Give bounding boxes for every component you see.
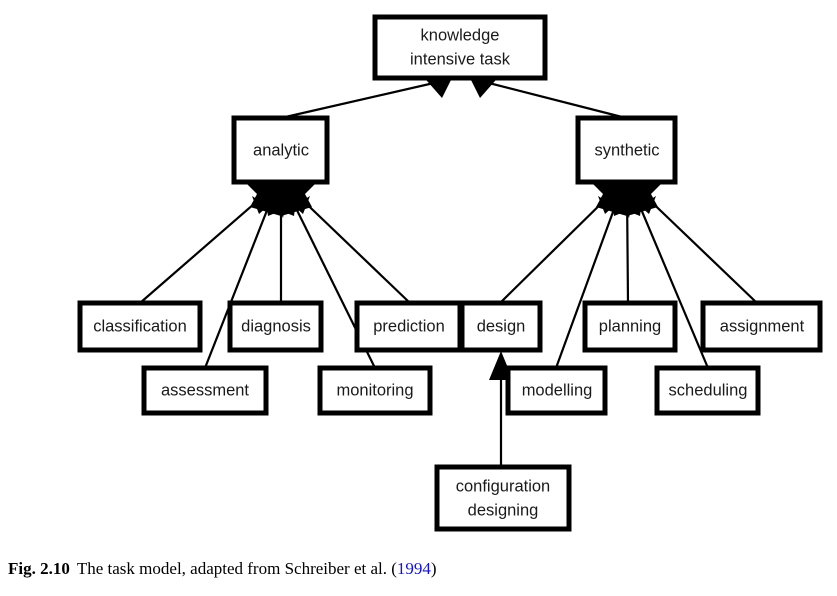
- node-planning[interactable]: planning: [582, 300, 678, 353]
- node-label-planning: planning: [599, 317, 661, 335]
- node-label-knowledge-intensive-task-line2: intensive task: [410, 50, 511, 68]
- node-assignment[interactable]: assignment: [700, 300, 823, 353]
- node-label-monitoring: monitoring: [336, 381, 413, 399]
- arrowhead-spike-planning-into-synthetic: [622, 202, 632, 218]
- node-prediction[interactable]: prediction: [354, 300, 463, 353]
- arrowhead-spike-diagnosis-into-analytic: [276, 202, 286, 218]
- node-monitoring[interactable]: monitoring: [317, 365, 433, 416]
- node-label-synthetic: synthetic: [594, 141, 659, 159]
- node-label-assignment: assignment: [720, 317, 805, 335]
- node-label-prediction: prediction: [373, 317, 445, 335]
- node-label-scheduling: scheduling: [669, 381, 748, 399]
- node-label-classification: classification: [93, 317, 187, 335]
- edge-scheduling-to-synthetic: [631, 189, 710, 369]
- node-label-design: design: [477, 317, 526, 335]
- figure-caption-text: The task model, adapted from Schreiber e…: [76, 559, 397, 578]
- figure-caption: Fig. 2.10 The task model, adapted from Sc…: [8, 558, 828, 580]
- node-modelling[interactable]: modelling: [505, 365, 608, 416]
- node-label-diagnosis: diagnosis: [241, 317, 311, 335]
- node-diagnosis[interactable]: diagnosis: [227, 300, 324, 353]
- node-assessment[interactable]: assessment: [141, 365, 269, 416]
- arrowhead-spike-monitoring-into-analytic: [284, 200, 296, 216]
- node-classification[interactable]: classification: [77, 300, 203, 353]
- arrowhead-spike-classification-into-analytic: [252, 196, 268, 214]
- node-label-modelling: modelling: [522, 381, 593, 399]
- arrowhead-spike-design-into-synthetic: [598, 196, 614, 214]
- arrowhead-spike-assignment-into-synthetic: [640, 196, 656, 214]
- node-synthetic[interactable]: synthetic: [575, 115, 678, 185]
- edge-classification-to-analytic: [139, 189, 271, 304]
- node-analytic[interactable]: analytic: [231, 115, 330, 185]
- node-label-analytic: analytic: [253, 141, 309, 159]
- edge-prediction-to-analytic: [291, 189, 411, 304]
- node-knowledge-intensive-task[interactable]: knowledge intensive task: [372, 14, 548, 81]
- citation-year-link[interactable]: 1994: [396, 559, 431, 578]
- arrowhead-spike-prediction-into-analytic: [294, 196, 310, 214]
- node-label-knowledge-intensive-task-line1: knowledge: [421, 26, 500, 44]
- node-label-configuration-designing-line2: designing: [468, 501, 539, 519]
- task-model-diagram: knowledge intensive task analytic synthe…: [77, 14, 823, 532]
- edge-analytic-to-knowledge-intensive-task: [280, 78, 448, 120]
- edge-assignment-to-synthetic: [638, 189, 758, 304]
- arrowhead-spike-modelling-into-synthetic: [612, 200, 624, 216]
- figure-caption-close-paren: ): [430, 559, 437, 578]
- node-configuration-designing[interactable]: configuration designing: [434, 464, 572, 532]
- arrowhead-spike-assessment-into-analytic: [266, 200, 278, 216]
- node-scheduling[interactable]: scheduling: [654, 365, 761, 416]
- edge-assessment-to-analytic: [203, 189, 277, 369]
- node-group: knowledge intensive task analytic synthe…: [77, 14, 823, 532]
- node-design[interactable]: design: [459, 300, 543, 353]
- edge-synthetic-to-knowledge-intensive-task: [476, 78, 627, 120]
- figure-number: Fig. 2.10: [8, 559, 70, 578]
- arrowhead-spike-scheduling-into-synthetic: [630, 200, 642, 216]
- node-label-configuration-designing-line1: configuration: [456, 477, 550, 495]
- edge-design-to-synthetic: [499, 189, 616, 304]
- node-label-assessment: assessment: [161, 381, 249, 399]
- edge-modelling-to-synthetic: [554, 189, 623, 369]
